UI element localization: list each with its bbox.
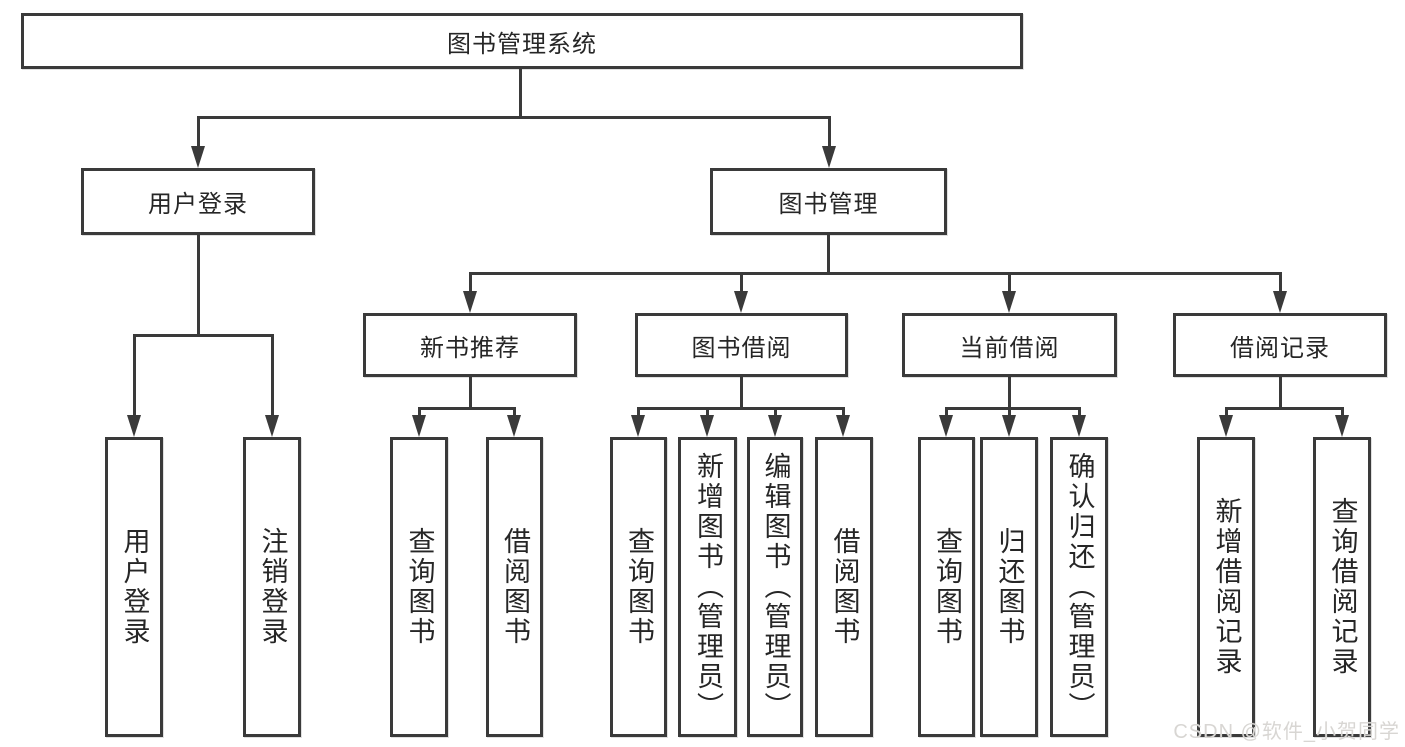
leaf-current-confirm-return-admin: 确认归还（管理员） bbox=[1050, 437, 1108, 737]
connector-line bbox=[271, 334, 274, 417]
connector-line bbox=[637, 407, 640, 417]
arrow-down-icon bbox=[412, 415, 426, 437]
leaf-current-query-books-label: 查询图书 bbox=[932, 527, 962, 647]
connector-line bbox=[197, 235, 200, 337]
connector-line bbox=[519, 69, 522, 119]
connector-line bbox=[842, 407, 845, 417]
connector-line bbox=[1279, 272, 1282, 293]
leaf-records-query-record: 查询借阅记录 bbox=[1313, 437, 1371, 737]
connector-line bbox=[1279, 377, 1282, 410]
leaf-newbook-query-books: 查询图书 bbox=[390, 437, 448, 737]
connector-line bbox=[740, 377, 743, 410]
arrow-down-icon bbox=[1219, 415, 1233, 437]
csdn-watermark: CSDN @软件_小贺同学 bbox=[1173, 721, 1400, 743]
node-book-management-label: 图书管理 bbox=[778, 191, 879, 218]
leaf-current-query-books: 查询图书 bbox=[918, 437, 975, 737]
connector-line bbox=[469, 272, 472, 293]
node-borrowing-records-label: 借阅记录 bbox=[1230, 334, 1330, 362]
node-book-borrowing-label: 图书借阅 bbox=[691, 334, 792, 362]
leaf-borrow-borrow-books-label: 借阅图书 bbox=[829, 527, 860, 647]
connector-line bbox=[197, 116, 200, 148]
connector-line bbox=[1008, 377, 1011, 410]
leaf-records-query-record-label: 查询借阅记录 bbox=[1327, 497, 1358, 677]
arrow-down-icon bbox=[631, 415, 645, 437]
connector-line bbox=[1225, 407, 1228, 417]
node-book-management: 图书管理 bbox=[710, 168, 947, 235]
arrow-down-icon bbox=[822, 146, 836, 168]
arrow-down-icon bbox=[734, 291, 748, 313]
connector-line bbox=[133, 334, 136, 417]
connector-line bbox=[418, 407, 421, 417]
connector-line bbox=[513, 407, 516, 417]
node-book-borrowing: 图书借阅 bbox=[635, 313, 848, 377]
node-current-borrowing-label: 当前借阅 bbox=[959, 334, 1060, 362]
node-borrowing-records: 借阅记录 bbox=[1173, 313, 1387, 377]
connector-line bbox=[774, 407, 777, 417]
connector-line bbox=[945, 407, 948, 417]
leaf-borrow-edit-books-admin-label: 编辑图书（管理员） bbox=[760, 452, 791, 722]
connector-line bbox=[1225, 407, 1343, 410]
leaf-logout-label: 注销登录 bbox=[257, 527, 288, 647]
connector-line bbox=[828, 116, 831, 148]
leaf-borrow-add-books-admin-label: 新增图书（管理员） bbox=[693, 452, 723, 722]
leaf-records-add-record-label: 新增借阅记录 bbox=[1211, 497, 1242, 677]
arrow-down-icon bbox=[265, 415, 279, 437]
leaf-records-add-record: 新增借阅记录 bbox=[1197, 437, 1255, 737]
arrow-down-icon bbox=[507, 415, 521, 437]
connector-line bbox=[740, 272, 743, 293]
leaf-borrow-query-books-label: 查询图书 bbox=[624, 527, 654, 647]
leaf-current-confirm-return-admin-label: 确认归还（管理员） bbox=[1064, 452, 1095, 722]
arrow-down-icon bbox=[463, 291, 477, 313]
connector-line bbox=[827, 235, 830, 275]
leaf-borrow-add-books-admin: 新增图书（管理员） bbox=[678, 437, 737, 737]
arrow-down-icon bbox=[191, 146, 205, 168]
node-library-system: 图书管理系统 bbox=[21, 13, 1023, 69]
leaf-user-login-label: 用户登录 bbox=[119, 527, 150, 647]
connector-line bbox=[945, 407, 1080, 410]
connector-line bbox=[1008, 272, 1011, 293]
arrow-down-icon bbox=[127, 415, 141, 437]
arrow-down-icon bbox=[836, 415, 850, 437]
connector-line bbox=[706, 407, 709, 417]
leaf-current-return-books: 归还图书 bbox=[980, 437, 1038, 737]
connector-line bbox=[469, 377, 472, 410]
arrow-down-icon bbox=[1002, 415, 1016, 437]
leaf-borrow-borrow-books: 借阅图书 bbox=[815, 437, 873, 737]
leaf-newbook-query-books-label: 查询图书 bbox=[404, 527, 435, 647]
connector-line bbox=[637, 407, 845, 410]
leaf-newbook-borrow-books: 借阅图书 bbox=[486, 437, 543, 737]
arrow-down-icon bbox=[1273, 291, 1287, 313]
arrow-down-icon bbox=[700, 415, 714, 437]
node-new-book-recommend: 新书推荐 bbox=[363, 313, 577, 377]
leaf-borrow-query-books: 查询图书 bbox=[610, 437, 667, 737]
leaf-user-login: 用户登录 bbox=[105, 437, 163, 737]
leaf-logout: 注销登录 bbox=[243, 437, 301, 737]
node-user-login: 用户登录 bbox=[81, 168, 315, 235]
arrow-down-icon bbox=[1072, 415, 1086, 437]
leaf-current-return-books-label: 归还图书 bbox=[994, 527, 1025, 647]
node-new-book-recommend-label: 新书推荐 bbox=[420, 334, 520, 362]
connector-line bbox=[1078, 407, 1081, 417]
arrow-down-icon bbox=[768, 415, 782, 437]
connector-line bbox=[133, 334, 274, 337]
arrow-down-icon bbox=[939, 415, 953, 437]
leaf-borrow-edit-books-admin: 编辑图书（管理员） bbox=[747, 437, 803, 737]
node-library-system-label: 图书管理系统 bbox=[447, 30, 597, 58]
arrow-down-icon bbox=[1002, 291, 1016, 313]
node-current-borrowing: 当前借阅 bbox=[902, 313, 1117, 377]
leaf-newbook-borrow-books-label: 借阅图书 bbox=[500, 527, 530, 647]
connector-line bbox=[418, 407, 516, 410]
connector-line bbox=[469, 272, 1282, 275]
connector-line bbox=[197, 116, 831, 119]
node-user-login-label: 用户登录 bbox=[148, 191, 248, 218]
connector-line bbox=[1008, 407, 1011, 417]
arrow-down-icon bbox=[1335, 415, 1349, 437]
connector-line bbox=[1341, 407, 1344, 417]
